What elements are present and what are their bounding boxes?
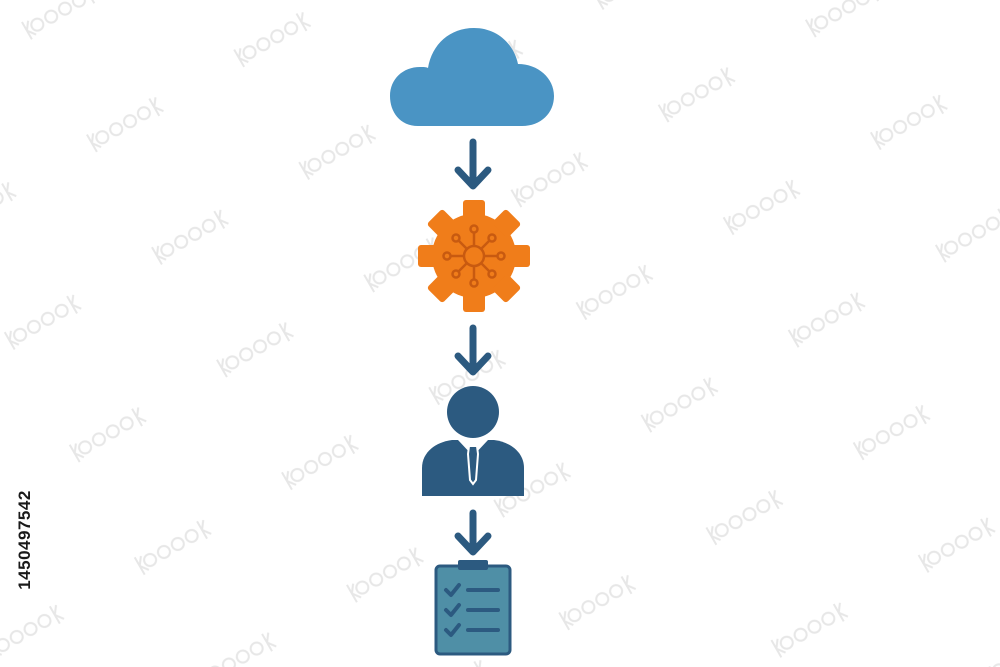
stock-id-text: 1450497542 — [15, 490, 34, 590]
cloud-icon — [390, 28, 554, 126]
clipboard-checklist-icon — [434, 560, 512, 656]
arrow-down-icon — [454, 138, 492, 190]
gear-network-icon — [418, 200, 530, 312]
stock-id-label: 1450497542 — [10, 420, 40, 660]
businessman-icon — [422, 386, 524, 496]
arrow-down-icon — [454, 324, 492, 376]
arrow-down-icon — [454, 509, 492, 556]
